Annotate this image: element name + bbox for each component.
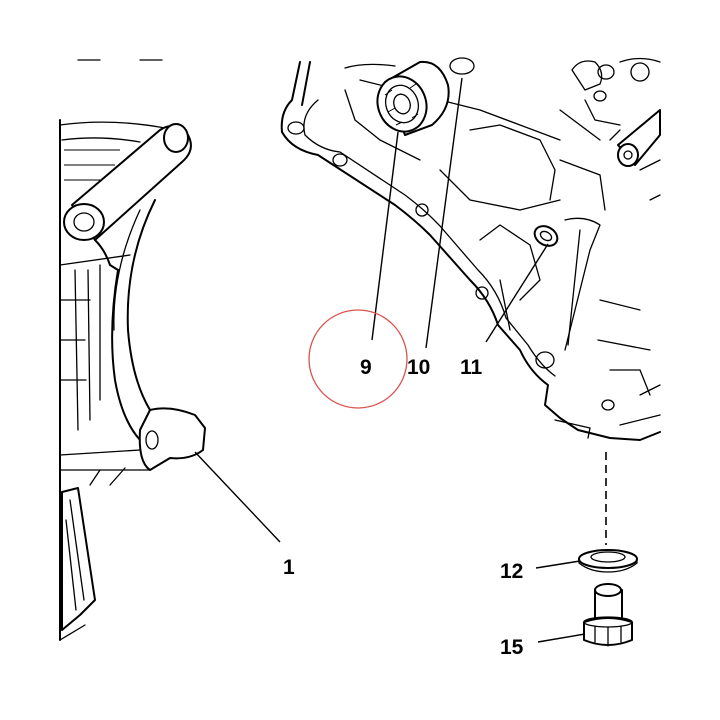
part-1-bracket [59,119,206,641]
part-15-drain-plug [583,583,633,647]
engine-housing [280,57,661,441]
leader-12 [535,560,581,569]
highlight-circle [308,309,408,409]
callout-9: 9 [360,356,372,379]
callout-12: 12 [500,560,523,583]
part-11-o-ring [533,225,559,247]
part-9-bearing [376,57,475,136]
leader-15 [537,633,586,643]
callout-10: 10 [407,356,430,379]
callout-11: 11 [460,356,483,379]
leader-9 [371,131,399,341]
leader-10 [425,77,463,349]
callout-1: 1 [283,556,295,579]
leader-lines [194,77,586,643]
part-12-washer [578,549,638,573]
leader-11 [485,243,549,343]
callout-15: 15 [500,636,524,659]
leader-1 [194,451,281,543]
